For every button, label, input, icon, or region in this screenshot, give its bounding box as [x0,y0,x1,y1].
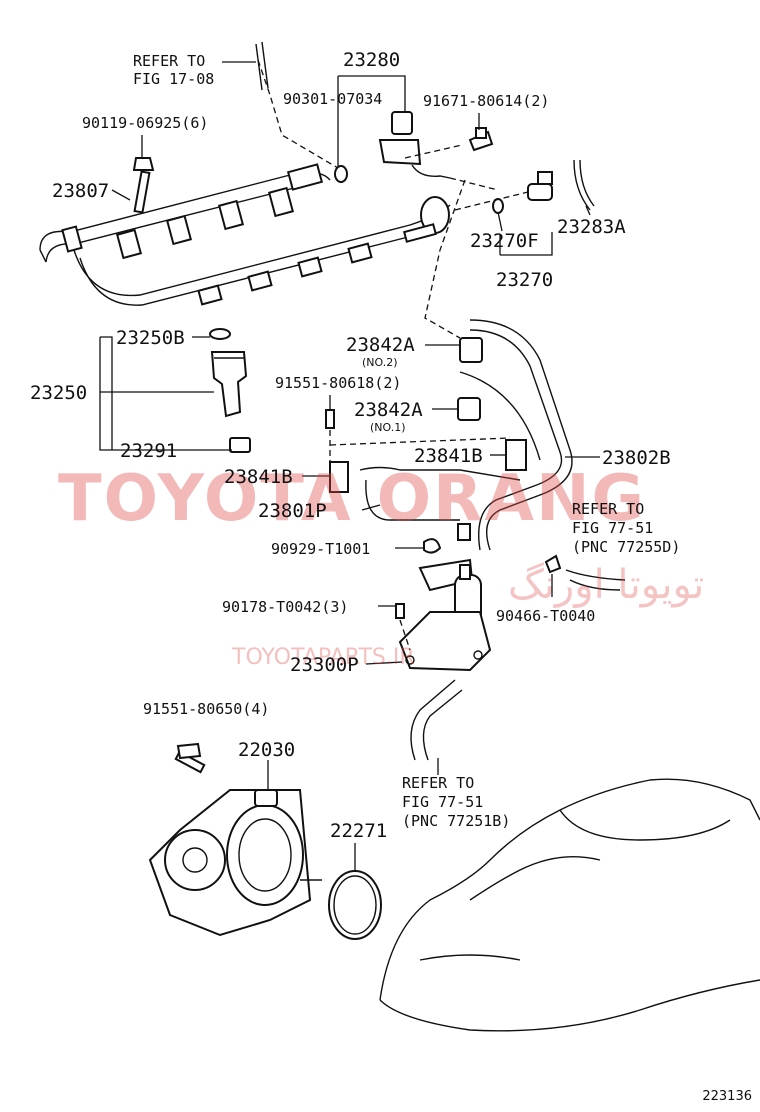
label-91551-80650: 91551-80650(4) [143,700,269,718]
refer-fig77a-line3: (PNC 77255D) [572,538,680,556]
diagram-id: 223136 [702,1089,752,1104]
label-90178: 90178-T0042(3) [222,598,348,616]
intake-manifold [379,778,760,1032]
label-23842A-no2: 23842A [346,334,415,356]
label-22271: 22271 [330,820,387,842]
label-91671: 91671-80614(2) [423,92,549,110]
watermark: TOYOTA ORANG تویوتا اورنگ TOYOTAPARTS.IR [58,462,704,670]
part-labels: 23280 90301-07034 91671-80614(2) 90119-0… [30,49,671,842]
refer-callouts: REFER TO FIG 17-08 REFER TO FIG 77-51 (P… [133,52,680,830]
bolt-91671 [468,127,494,152]
throttle-body-22030 [148,742,322,937]
label-90119: 90119-06925(6) [82,114,208,132]
pulsation-damper-23270 [492,159,595,214]
label-23270: 23270 [496,269,553,291]
refer-fig17-line1: REFER TO [133,52,205,70]
label-22030: 22030 [238,739,295,761]
reference-dashes [255,41,529,651]
label-23250B: 23250B [116,327,185,349]
label-90301: 90301-07034 [283,90,382,108]
leader-lines [99,75,600,871]
label-23280: 23280 [343,49,400,71]
label-23807: 23807 [52,180,109,202]
label-23270F: 23270F [470,230,539,252]
rail-bosses [115,186,373,306]
label-23802B: 23802B [602,447,671,469]
hoses [359,319,626,761]
gasket-22271 [328,870,382,940]
watermark-site: TOYOTAPARTS.IR [231,645,415,670]
label-23283A: 23283A [557,216,626,238]
injector-23250 [209,328,251,453]
label-23841B-right: 23841B [414,445,483,467]
refer-fig77b-line3: (PNC 77251B) [402,812,510,830]
label-23842A-no1: 23842A [354,399,423,421]
watermark-arabic: تویوتا اورنگ [508,562,704,608]
label-23841B-left: 23841B [224,466,293,488]
label-90466: 90466-T0040 [496,607,595,625]
label-91551-80618: 91551-80618(2) [275,374,401,392]
pressure-regulator-23280 [334,111,451,183]
label-no2: (NO.2) [362,356,398,369]
watermark-latin: TOYOTA ORANG [58,462,646,536]
label-23300P: 23300P [290,654,359,676]
label-23801P: 23801P [258,500,327,522]
label-23291: 23291 [120,440,177,462]
refer-fig17-line2: FIG 17-08 [133,70,214,88]
refer-fig77a-line2: FIG 77-51 [572,519,653,537]
refer-fig77a-line1: REFER TO [572,500,644,518]
label-90929: 90929-T1001 [271,540,370,558]
bolt-90119 [132,157,155,214]
label-23250: 23250 [30,382,87,404]
refer-fig77b-line1: REFER TO [402,774,474,792]
refer-fig77b-line2: FIG 77-51 [402,793,483,811]
fuel-rail-23807 [39,163,451,306]
vsv-23300P [398,558,492,672]
label-no1: (NO.1) [370,421,406,434]
